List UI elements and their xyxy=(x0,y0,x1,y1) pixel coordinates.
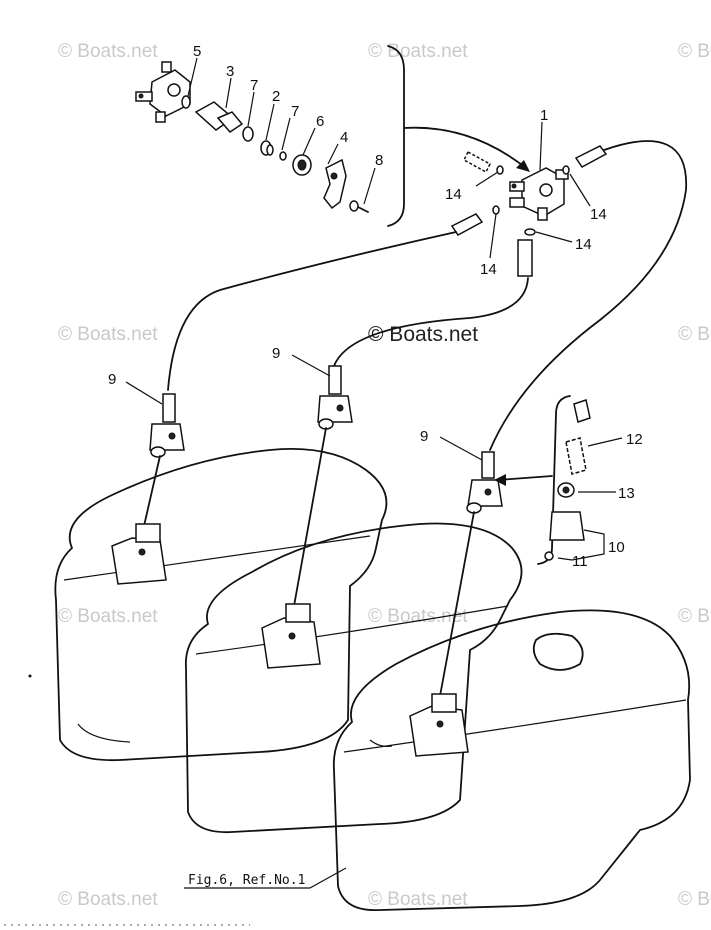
callout-4: 4 xyxy=(340,129,348,146)
callout-9: 9 xyxy=(108,371,116,388)
watermark: © Boats.net xyxy=(678,41,711,62)
callout-10: 10 xyxy=(608,539,625,556)
tank-fitting xyxy=(261,603,321,669)
fuel-tank xyxy=(185,522,523,834)
connector-detail: 12 13 10 11 xyxy=(537,395,643,570)
fuel-tank xyxy=(54,447,388,762)
connector xyxy=(317,395,353,430)
callout-9: 9 xyxy=(272,345,280,362)
watermark-center: © Boats.net xyxy=(368,323,478,346)
callout-5: 5 xyxy=(193,43,201,60)
watermark: © Boats.net xyxy=(58,889,158,910)
lever-part xyxy=(323,158,347,210)
watermark: © Boats.net xyxy=(368,606,468,627)
watermark-layer: © Boats.net © Boats.net © Boats.net © Bo… xyxy=(58,41,711,910)
watermark: © Boats.net xyxy=(678,889,711,910)
callout-2: 2 xyxy=(272,88,280,105)
fuel-hose xyxy=(489,140,687,451)
callout-7: 7 xyxy=(291,103,299,120)
o-ring-part xyxy=(279,151,287,161)
fuel-hose xyxy=(333,277,529,367)
callout-14: 14 xyxy=(480,261,497,278)
tank-fitting xyxy=(111,523,167,585)
callout-3: 3 xyxy=(226,63,234,80)
tank-fitting xyxy=(409,693,469,757)
callout-7: 7 xyxy=(250,77,258,94)
valve-exploded-view: 5 3 7 2 7 6 4 8 xyxy=(135,43,405,227)
callout-6: 6 xyxy=(316,113,324,130)
callout-14: 14 xyxy=(445,186,462,203)
fuel-tank xyxy=(332,609,691,911)
callout-13: 13 xyxy=(618,485,635,502)
callout-1: 1 xyxy=(540,107,548,124)
watermark: © Boats.net xyxy=(58,606,158,627)
watermark: © Boats.net xyxy=(58,41,158,62)
selector-valve: 1 14 14 14 14 xyxy=(445,107,608,278)
valve-body-part xyxy=(135,61,191,123)
callout-14: 14 xyxy=(575,236,592,253)
connector xyxy=(466,479,503,514)
watermark: © Boats.net xyxy=(368,41,468,62)
callout-9: 9 xyxy=(420,428,428,445)
callout-14: 14 xyxy=(590,206,607,223)
figure-reference: Fig.6, Ref.No.1 xyxy=(188,873,305,888)
assembly-arrow xyxy=(403,126,527,169)
callout-12: 12 xyxy=(626,431,643,448)
connector xyxy=(149,423,185,458)
washer-part xyxy=(242,126,254,142)
watermark: © Boats.net xyxy=(678,324,711,345)
o-ring-part xyxy=(181,95,191,109)
detail-arrow xyxy=(497,475,553,481)
fuel-hoses xyxy=(162,140,687,479)
watermark: © Boats.net xyxy=(58,324,158,345)
callout-8: 8 xyxy=(375,152,383,169)
watermark: © Boats.net xyxy=(368,889,468,910)
watermark: © Boats.net xyxy=(678,606,711,627)
fuel-hose xyxy=(167,231,457,391)
callout-11: 11 xyxy=(572,553,588,570)
